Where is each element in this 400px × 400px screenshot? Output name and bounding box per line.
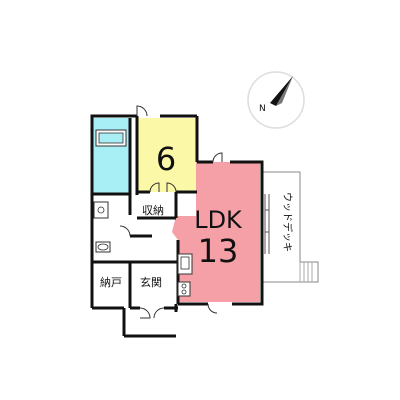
bathroom-area bbox=[92, 118, 130, 194]
compass-icon: N bbox=[247, 71, 305, 129]
kitchen-sink-icon bbox=[177, 253, 193, 275]
wooden-deck-label: ウッドデッキ bbox=[281, 192, 294, 252]
ldk-room bbox=[172, 162, 260, 302]
washbasin-icon bbox=[93, 201, 109, 219]
western-room-6 bbox=[137, 118, 197, 192]
entrance-label: 玄関 bbox=[140, 275, 162, 289]
stove-icon bbox=[177, 281, 191, 297]
doors bbox=[119, 105, 223, 319]
western-room-size: 6 bbox=[156, 140, 176, 178]
storage-label: 収納 bbox=[142, 204, 164, 217]
bathtub-icon bbox=[95, 129, 127, 147]
toilet-icon bbox=[95, 241, 111, 253]
closet-label: 納戸 bbox=[100, 276, 122, 289]
compass-north: N bbox=[259, 104, 266, 114]
ldk-windows bbox=[264, 194, 270, 254]
ldk-size: 13 bbox=[198, 232, 239, 270]
ldk-label: LDK bbox=[194, 206, 243, 234]
